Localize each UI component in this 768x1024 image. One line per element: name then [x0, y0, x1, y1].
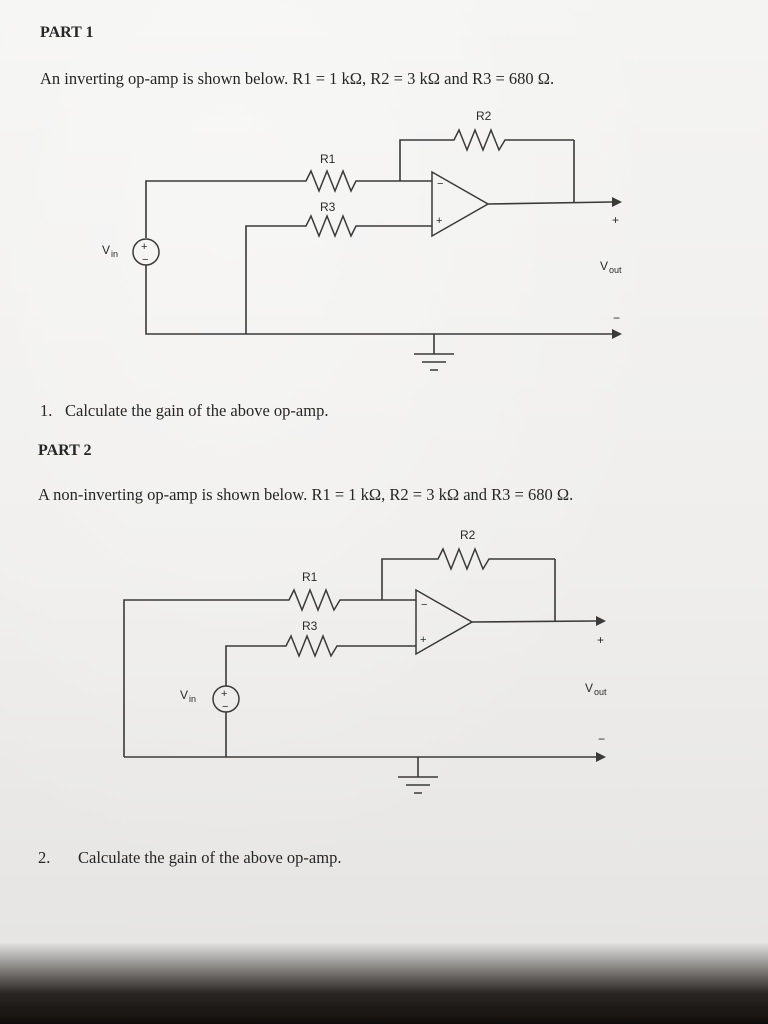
p2-r2-label: R2: [460, 528, 476, 542]
p2-r3-resistor: [280, 633, 416, 659]
p2-opamp: [415, 588, 474, 656]
p2-r1-label: R1: [302, 570, 318, 584]
part1-question-text: Calculate the gain of the above op-amp.: [65, 401, 329, 420]
p1-inverting-sign: −: [437, 178, 443, 190]
p2-r3-label: R3: [302, 619, 318, 633]
part1-heading: PART 1: [40, 24, 94, 41]
part2-question-text: Calculate the gain of the above op-amp.: [78, 848, 342, 867]
p1-r1-resistor: [300, 168, 400, 194]
p2-r2-resistor: [432, 546, 555, 572]
part2-description: A non-inverting op-amp is shown below. R…: [38, 485, 574, 504]
p2-vout-label: V: [585, 681, 593, 695]
p1-wire-output: [487, 201, 613, 205]
p2-vin-label: V: [180, 688, 188, 702]
p2-out-minus: −: [598, 732, 605, 746]
p2-output-arrow-top: [596, 616, 606, 626]
p1-vin-label: V: [102, 243, 110, 257]
p2-wire-feedback-up: [381, 558, 432, 600]
p1-vin-sub: in: [111, 249, 118, 259]
p1-out-plus: +: [612, 213, 619, 227]
p1-wire-input-top: [145, 180, 300, 238]
p2-noninverting-sign: +: [420, 634, 426, 646]
part1-description: An inverting op-amp is shown below. R1 =…: [40, 69, 555, 88]
p2-vout-sub: out: [594, 687, 607, 697]
p1-r2-resistor: [448, 127, 574, 153]
p1-out-minus: −: [613, 311, 620, 325]
p1-r3-resistor: [300, 213, 432, 239]
p2-source-minus: −: [222, 701, 228, 713]
p2-wire-output: [471, 620, 597, 623]
part1-question-number: 1.: [40, 401, 53, 420]
p1-r2-label: R2: [476, 109, 492, 123]
p1-vout-label: V: [600, 259, 608, 273]
p1-opamp: [431, 170, 490, 238]
p1-source-plus: +: [141, 241, 147, 253]
table-edge: [0, 1000, 768, 1024]
p2-wire-left-loop: [123, 599, 283, 757]
p1-r3-label: R3: [320, 200, 336, 214]
p1-output-arrow-top: [612, 197, 622, 207]
p2-r1-resistor: [283, 587, 382, 613]
p2-source-plus: +: [221, 688, 227, 700]
p1-source-minus: −: [142, 254, 148, 266]
p1-noninverting-sign: +: [436, 215, 442, 227]
part1-circuit-diagram: R2 R1 R3 − + + − V in + V out −: [102, 109, 622, 371]
p2-out-plus: +: [597, 633, 604, 647]
p1-vout-sub: out: [609, 265, 622, 275]
part2-circuit-diagram: R2 R1 R3 − + + − V in + V out −: [123, 528, 607, 794]
p2-vin-sub: in: [189, 694, 196, 704]
p2-wire-source-top: [225, 645, 280, 686]
p1-r1-label: R1: [320, 152, 336, 166]
p2-inverting-sign: −: [421, 599, 427, 611]
p1-wire-source-bottom: [145, 265, 612, 335]
part2-heading: PART 2: [38, 442, 92, 459]
p2-output-arrow-bottom: [596, 752, 606, 762]
p1-wire-feedback-up: [399, 139, 448, 181]
part2-question-number: 2.: [38, 848, 51, 867]
p1-wire-r3-ground: [245, 225, 300, 334]
p1-output-arrow-bottom: [612, 329, 622, 339]
